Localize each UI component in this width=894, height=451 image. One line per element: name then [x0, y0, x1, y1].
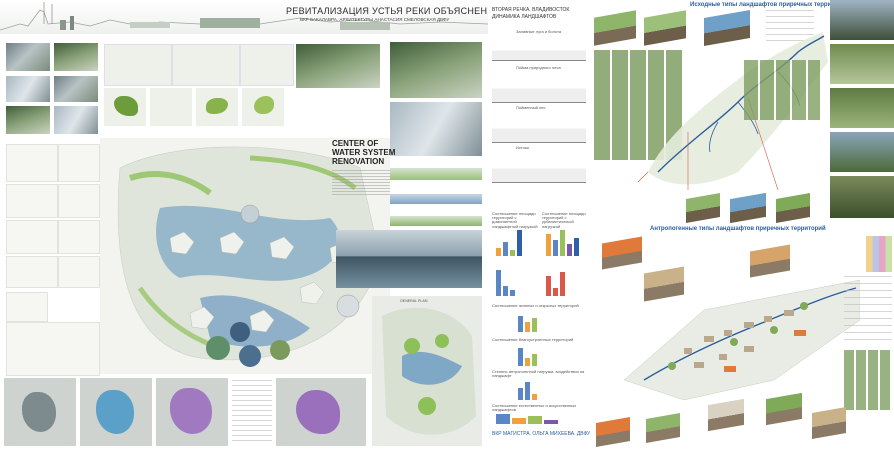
bottom-legend	[232, 380, 272, 444]
sketch-2	[58, 144, 100, 182]
photo-4	[54, 76, 98, 102]
perspective-render-top	[390, 42, 482, 98]
mini-chart-4	[546, 266, 565, 296]
plant-sketch	[6, 322, 100, 376]
mini-chart-3	[496, 266, 515, 296]
bottom-map-1	[4, 378, 76, 446]
bottom-section-title: Антропогенные типы ландшафтов приречных …	[650, 226, 826, 232]
section-label-2: Пойма природного леса	[516, 65, 561, 70]
middle-footer: ВКР МАГИСТРА. ОЛЬГА МИХЕЕВА. ДВФУ	[492, 431, 591, 437]
mini-chart-5	[518, 312, 537, 332]
aerial-render	[296, 44, 380, 88]
center-text-block	[332, 170, 390, 196]
header-skyline	[0, 0, 488, 34]
isometric-city-model	[623, 270, 861, 401]
section-strip-2	[390, 184, 482, 204]
sketch-9	[6, 292, 48, 322]
left-poster: РЕВИТАЛИЗАЦИЯ УСТЬЯ РЕКИ ОБЪЯСНЕНИЯ ВКР …	[0, 0, 501, 446]
landscape-section-1	[492, 36, 586, 61]
photo-6	[54, 106, 98, 134]
thumb-grid-bottom	[844, 350, 892, 410]
center-title-3: RENOVATION	[332, 157, 385, 166]
plaza-render	[390, 102, 482, 156]
sketch-8	[58, 256, 100, 288]
chart-caption-1: Соотношение площади территорий с доминан…	[492, 211, 538, 229]
river-photo-4	[830, 132, 894, 172]
chart-caption-5: Степень антропогенной нагрузки, воздейст…	[492, 369, 585, 379]
section-label-3: Пойменный лес	[516, 105, 546, 110]
photo-3	[6, 76, 50, 102]
iso-block-14	[812, 407, 846, 439]
landscape-section-3	[492, 112, 586, 143]
iso-block-7	[602, 236, 642, 270]
iso-block-6	[776, 193, 810, 223]
iso-block-12	[708, 398, 744, 432]
iso-block-5	[730, 192, 766, 224]
sketch-1	[6, 144, 58, 182]
river-photo-2	[830, 44, 894, 84]
middle-title-2: ДИНАМИКА ЛАНДШАФТОВ	[492, 14, 557, 20]
river-photo-1	[830, 0, 894, 40]
analysis-map-2	[172, 44, 240, 86]
section-strip-3	[390, 206, 482, 226]
bottom-map-4	[276, 378, 366, 446]
analysis-map-1	[104, 44, 172, 86]
mini-chart-6	[518, 346, 537, 366]
poster-title: РЕВИТАЛИЗАЦИЯ УСТЬЯ РЕКИ ОБЪЯСНЕНИЯ	[286, 6, 501, 16]
sketch-6	[58, 220, 100, 254]
iso-block-13	[766, 392, 802, 426]
sketch-4	[58, 184, 100, 218]
sketch-5	[6, 220, 58, 254]
iso-block-11	[646, 413, 680, 443]
section-label-1: Заливные луга и болота	[516, 29, 562, 34]
water-render	[336, 230, 482, 288]
mini-chart-2	[546, 226, 579, 256]
center-title-1: CENTER OF	[332, 139, 379, 148]
top-section-title: Исходные типы ландшафтов приречных терри…	[690, 2, 849, 8]
river-photo-5	[830, 176, 894, 218]
middle-column: ВТОРАЯ РЕЧКА. ВЛАДИВОСТОК ДИНАМИКА ЛАНДШ…	[488, 0, 590, 450]
right-poster: Исходные типы ландшафтов приречных терри…	[590, 0, 894, 450]
center-title-2: WATER SYSTEM	[332, 148, 396, 157]
thumb-grid-left	[594, 50, 682, 160]
poster-subtitle: ВКР БАКАЛАВРА. АРХИТЕКТУРЫ АНАСТАСИЯ СМЕ…	[300, 17, 450, 22]
middle-title-1: ВТОРАЯ РЕЧКА. ВЛАДИВОСТОК	[492, 7, 570, 13]
photo-1	[6, 43, 50, 71]
chart-caption-3: Соотношение зеленых и открытых территори…	[492, 303, 579, 308]
bottom-map-2	[80, 378, 152, 446]
diagram-row	[104, 88, 284, 128]
bottom-map-3	[156, 378, 228, 446]
mini-chart-1	[496, 226, 522, 256]
river-photo-3	[830, 88, 894, 128]
color-bar-chart	[866, 236, 892, 272]
photo-5	[6, 106, 50, 134]
section-strip-1	[390, 160, 482, 180]
landscape-section-4	[492, 152, 586, 183]
chart-caption-4: Соотношение благоустроенных территорий	[492, 337, 574, 342]
analysis-map-3	[240, 44, 294, 86]
skyline-illustration	[0, 2, 488, 31]
mini-chart-8	[496, 412, 558, 424]
sketch-3	[6, 184, 58, 218]
iso-block-10	[596, 417, 630, 447]
general-plan	[372, 296, 482, 446]
section-label-4: Истоки	[516, 145, 529, 150]
master-plan-drawing	[117, 146, 381, 367]
sketch-7	[6, 256, 58, 288]
thumb-grid-right	[744, 60, 820, 120]
legend-bottom	[844, 276, 892, 346]
general-plan-label: GENERAL PLAN	[400, 299, 428, 303]
landscape-section-2	[492, 72, 586, 103]
iso-block-4	[686, 193, 720, 223]
mini-chart-7	[518, 380, 537, 400]
chart-caption-6: Соотношение естественных и искусственных…	[492, 403, 577, 413]
chart-caption-2: Соотношение площади территорий с урбанис…	[542, 211, 586, 229]
photo-2	[54, 43, 98, 71]
